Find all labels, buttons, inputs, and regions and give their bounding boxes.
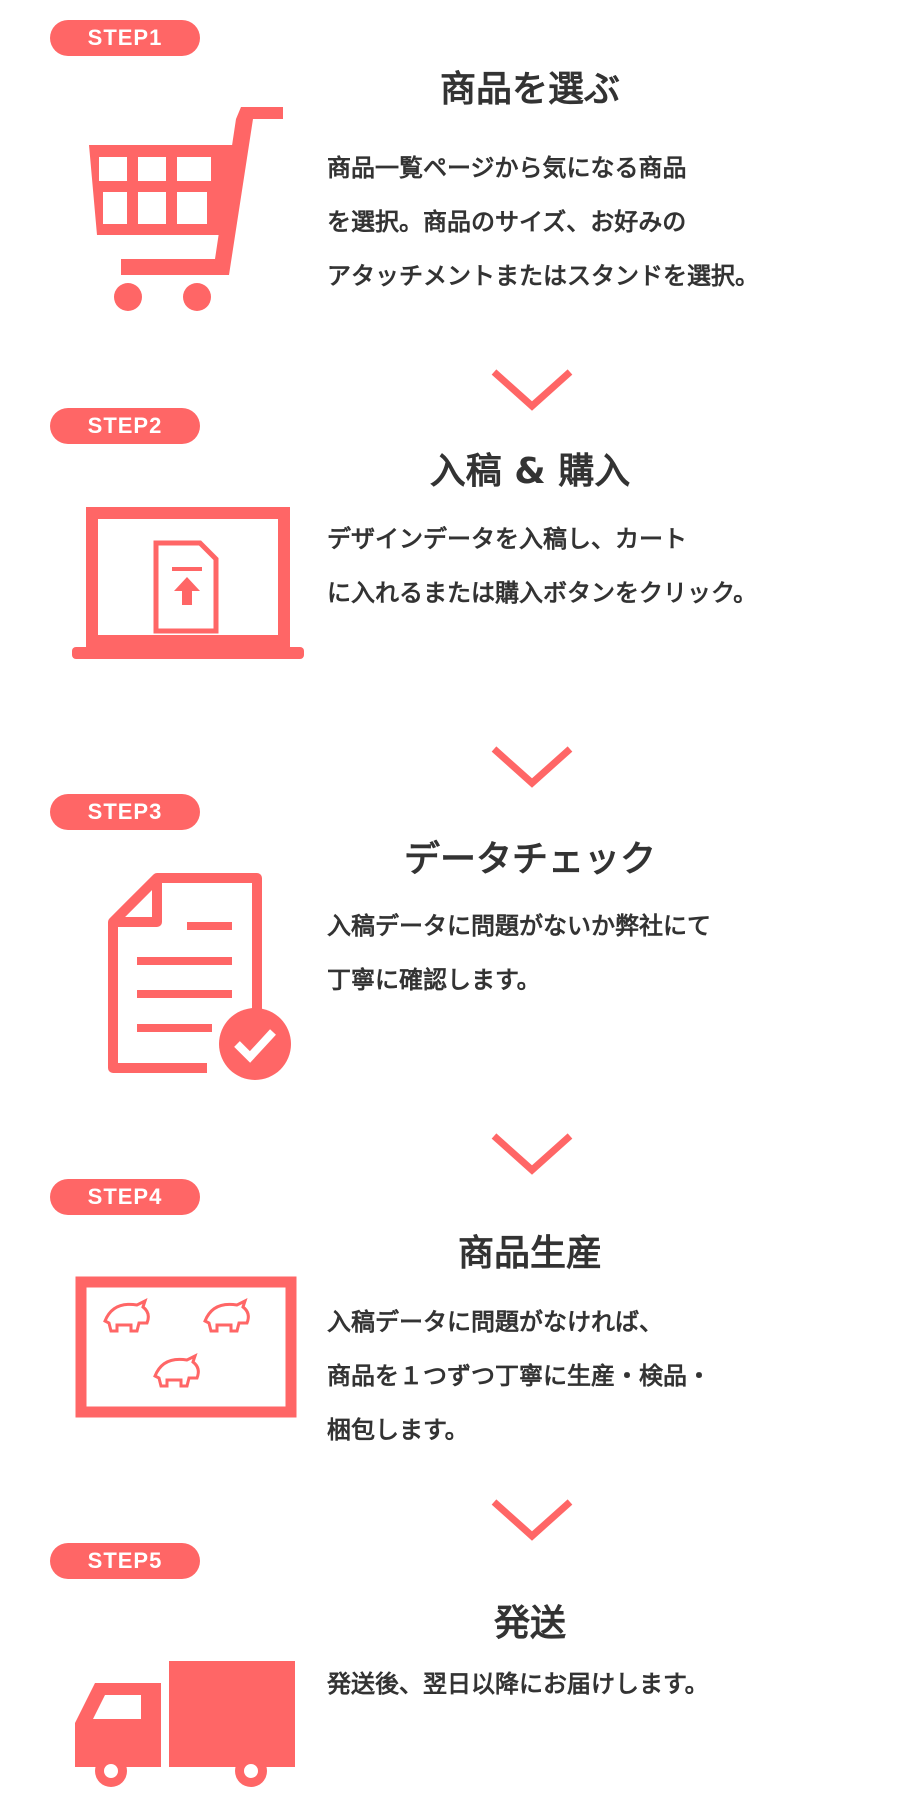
step5-title: 発送 [493,1603,566,1644]
desc-line: 発送後、翌日以降にお届けします。 [327,1670,709,1698]
step5-badge: STEP5 [50,1543,200,1579]
step2-badge: STEP2 [50,408,200,444]
desc-line: を選択。商品のサイズ、お好みの [327,208,687,236]
desc-line: デザインデータを入稿し、カート [327,525,687,553]
step2-title: 入稿 & 購入 [429,451,631,492]
desc-line: 入稿データに問題がなければ、 [327,1308,663,1336]
step1-title: 商品を選ぶ [439,69,620,110]
chevron-down-icon [491,1499,573,1541]
step5-description: 発送後、翌日以降にお届けします。 [327,1657,709,1711]
step3-badge: STEP3 [50,794,200,830]
desc-line: アタッチメントまたはスタンドを選択。 [327,262,759,290]
production-sheet-icon [75,1276,297,1418]
step1-description: 商品一覧ページから気になる商品 を選択。商品のサイズ、お好みの アタッチメントま… [327,141,759,303]
step1-badge: STEP1 [50,20,200,56]
step4-badge: STEP4 [50,1179,200,1215]
step2-description: デザインデータを入稿し、カート に入れるまたは購入ボタンをクリック。 [327,512,757,620]
desc-line: 商品を１つずつ丁寧に生産・検品・ [327,1362,711,1390]
step4-title: 商品生産 [457,1233,602,1274]
desc-line: 商品一覧ページから気になる商品 [327,154,687,182]
desc-line: 丁寧に確認します。 [327,966,541,994]
laptop-upload-icon [72,507,304,659]
step3-description: 入稿データに問題がないか弊社にて 丁寧に確認します。 [327,899,711,1007]
step3-title: データチェック [403,839,656,880]
desc-line: 梱包します。 [327,1416,469,1444]
step4-description: 入稿データに問題がなければ、 商品を１つずつ丁寧に生産・検品・ 梱包します。 [327,1295,711,1457]
shopping-cart-icon [81,107,283,311]
chevron-down-icon [491,1133,573,1175]
chevron-down-icon [491,746,573,788]
chevron-down-icon [491,369,573,411]
desc-line: 入稿データに問題がないか弊社にて [327,912,711,940]
document-check-icon [108,873,291,1080]
desc-line: に入れるまたは購入ボタンをクリック。 [327,579,758,607]
delivery-truck-icon [75,1661,295,1787]
